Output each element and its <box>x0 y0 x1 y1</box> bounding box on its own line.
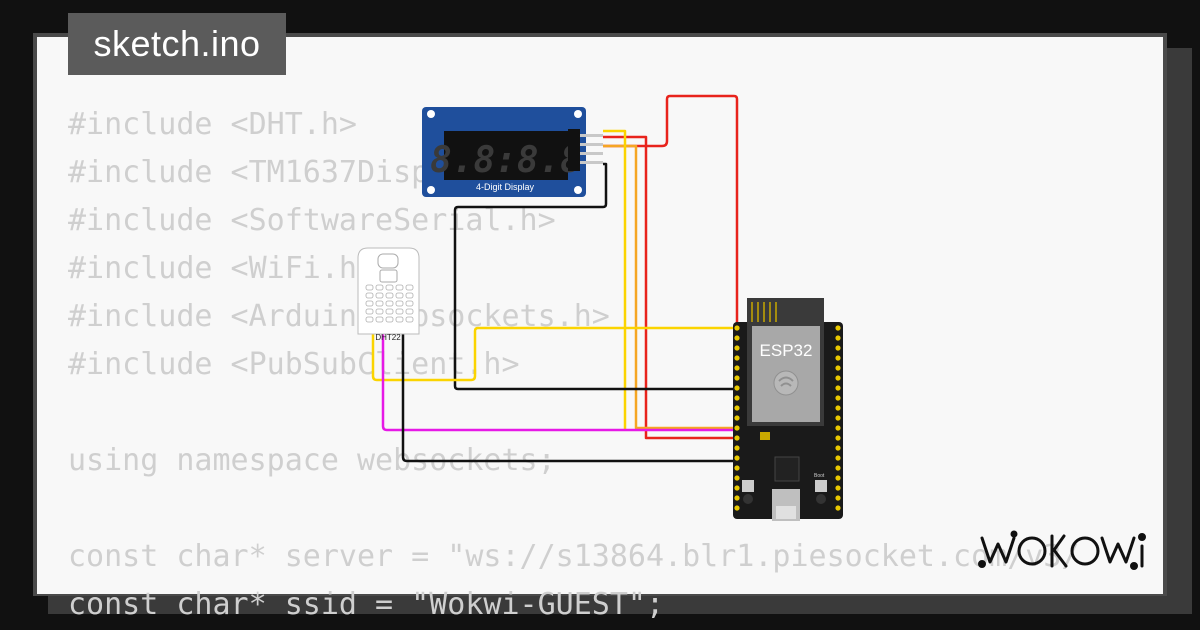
sensor-label: DHT22 <box>375 333 401 342</box>
esp32-board[interactable]: ESP32 Boot <box>733 298 843 521</box>
board-label: ESP32 <box>760 341 813 360</box>
wokwi-logo <box>978 530 1146 570</box>
wire-black-display-gnd <box>453 162 838 391</box>
wire-magenta-sensor-data <box>381 334 740 432</box>
display-label: 4-Digit Display <box>476 182 535 192</box>
wire-yellow-clk <box>603 129 627 429</box>
wire-black-sensor-gnd <box>401 334 737 463</box>
display-digits: 8.8:8.8 <box>430 140 582 181</box>
code-line: const char* ssid = "Wokwi-GUEST"; <box>68 587 665 622</box>
code-line: #include <SoftwareSerial.h> <box>68 203 556 238</box>
code-line: #include <DHT.h> <box>68 107 357 142</box>
code-line: #include <WiFi.h> <box>68 251 376 286</box>
code-line: const char* server = "ws://s13864.blr1.p… <box>68 539 1080 574</box>
wire-red-display-top <box>603 94 739 330</box>
tm1637-display[interactable]: 8.8:8.8 4-Digit Display <box>422 107 603 197</box>
code-line: #include <PubSubClient.h> <box>68 347 520 382</box>
wire-yellow-sensor <box>371 326 838 382</box>
boot-label: Boot <box>814 473 825 479</box>
dht22-sensor[interactable]: DHT22 <box>357 247 420 342</box>
file-name-tab[interactable]: sketch.ino <box>68 13 286 75</box>
